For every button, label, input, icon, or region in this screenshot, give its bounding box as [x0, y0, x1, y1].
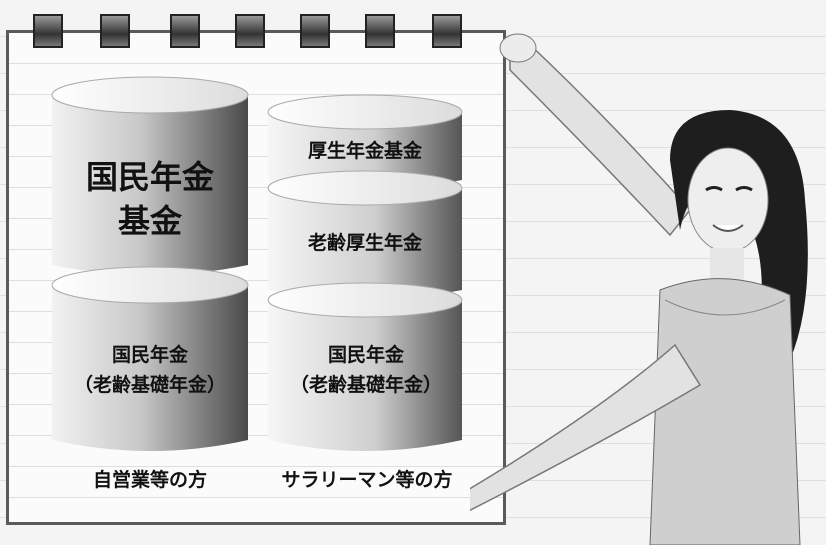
- caption-salaried-workers: サラリーマン等の方: [281, 469, 453, 491]
- label-line: （老齢基礎年金）: [73, 374, 226, 396]
- binder-ring: [100, 14, 130, 48]
- caption-self-employed: 自営業等の方: [92, 469, 207, 491]
- cylinder-rorei-kosei-nenkin: [267, 170, 463, 300]
- label-line: 国民年金: [327, 344, 404, 366]
- binder-ring: [235, 14, 265, 48]
- binder-ring: [432, 14, 462, 48]
- label-right-kokumin-nenkin: 国民年金 （老齢基礎年金）: [256, 340, 476, 400]
- label-line: 基金: [117, 202, 182, 240]
- cylinder-kosei-nenkin-kikin: [267, 94, 463, 190]
- binder-ring: [365, 14, 395, 48]
- cylinder-kokumin-nenkin-kikin: [51, 76, 249, 275]
- binder-ring: [300, 14, 330, 48]
- label-left-kokumin-nenkin: 国民年金 （老齢基礎年金）: [40, 340, 260, 400]
- pension-cylinders: [51, 76, 463, 451]
- cylinder-left-kokumin-nenkin: [51, 266, 249, 451]
- label-line: （老齢基礎年金）: [289, 374, 442, 396]
- label-line: 国民年金: [85, 158, 214, 196]
- label-line: 国民年金: [111, 344, 188, 366]
- binder-ring: [170, 14, 200, 48]
- label-kokumin-nenkin-kikin: 国民年金 基金: [52, 155, 248, 243]
- presenter-woman-illustration: [470, 33, 808, 545]
- label-rorei-kosei-nenkin: 老齢厚生年金: [307, 232, 422, 254]
- cylinder-right-kokumin-nenkin: [267, 282, 463, 451]
- binder-ring: [33, 14, 63, 48]
- label-kosei-nenkin-kikin: 厚生年金基金: [307, 140, 422, 162]
